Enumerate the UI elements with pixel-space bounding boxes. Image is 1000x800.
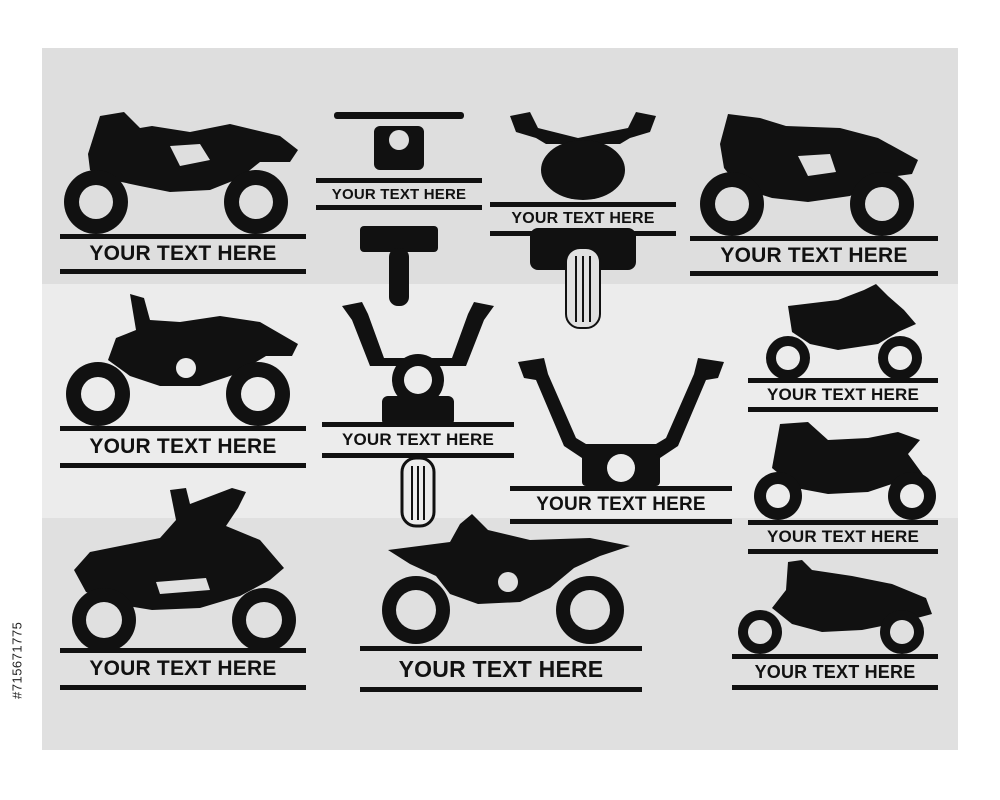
sport-bike-side-icon xyxy=(754,422,936,520)
design-6: YOUR TEXT HERE xyxy=(322,300,514,528)
design-board: YOUR TEXT HERE YOUR TEXT HERE xyxy=(42,48,958,750)
name-plate: YOUR TEXT HERE xyxy=(748,378,938,412)
design-8: YOUR TEXT HERE xyxy=(748,280,938,412)
naked-bike-side-icon xyxy=(66,294,298,426)
ape-hanger-front-icon xyxy=(518,358,724,486)
design-3: YOUR TEXT HERE xyxy=(490,108,676,330)
name-plate: YOUR TEXT HERE xyxy=(60,426,306,468)
design-12: YOUR TEXT HERE xyxy=(732,558,938,692)
stock-id-label: #715671775 xyxy=(9,621,25,699)
name-plate: YOUR TEXT HERE xyxy=(316,178,482,210)
design-7: YOUR TEXT HERE xyxy=(510,354,732,524)
cruiser-side-icon xyxy=(738,560,932,654)
motorcycle-front-icon xyxy=(334,112,464,306)
name-plate: YOUR TEXT HERE xyxy=(732,654,938,690)
name-plate: YOUR TEXT HERE xyxy=(360,646,642,692)
name-plate: YOUR TEXT HERE xyxy=(490,202,676,236)
name-plate: YOUR TEXT HERE xyxy=(748,520,938,554)
name-plate: YOUR TEXT HERE xyxy=(60,648,306,690)
motorcycle-rear-icon xyxy=(510,112,656,329)
design-2: YOUR TEXT HERE xyxy=(316,108,482,308)
dirt-bike-side-icon xyxy=(382,514,630,644)
design-4: YOUR TEXT HERE xyxy=(690,108,938,276)
name-plate: YOUR TEXT HERE xyxy=(690,236,938,276)
sport-bike-side-icon xyxy=(64,112,298,234)
name-plate: YOUR TEXT HERE xyxy=(60,234,306,274)
design-10: YOUR TEXT HERE xyxy=(60,486,306,692)
design-1: YOUR TEXT HERE xyxy=(60,106,306,274)
cruiser-side-icon xyxy=(72,488,296,652)
chopper-front-icon xyxy=(342,302,494,528)
dirt-bike-side-icon xyxy=(766,284,922,380)
name-plate: YOUR TEXT HERE xyxy=(510,486,732,524)
design-11: YOUR TEXT HERE xyxy=(360,510,642,692)
design-9: YOUR TEXT HERE xyxy=(748,418,938,554)
design-5: YOUR TEXT HERE xyxy=(60,290,306,468)
sport-bike-side-icon xyxy=(700,114,918,236)
name-plate: YOUR TEXT HERE xyxy=(322,422,514,458)
